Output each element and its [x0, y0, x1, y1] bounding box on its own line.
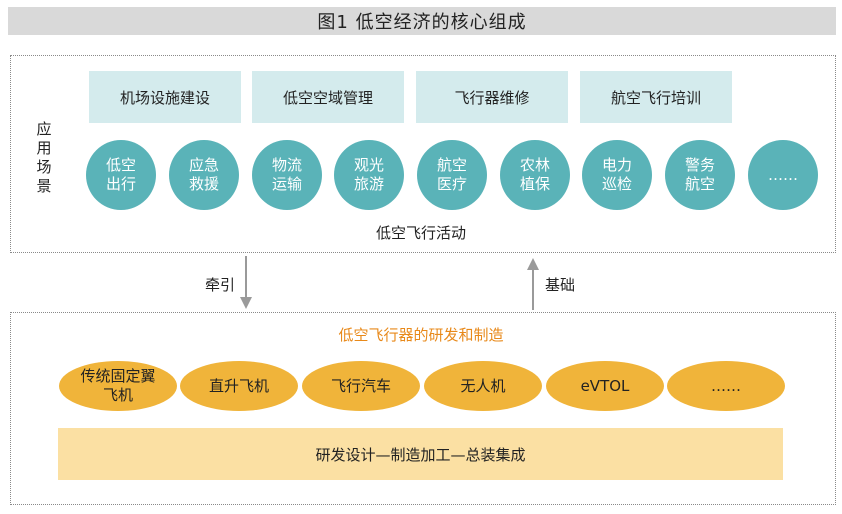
up-arrow-icon	[527, 258, 539, 310]
aircraft-helicopter: 直升飞机	[180, 361, 298, 411]
process-bar: 研发设计—制造加工—总装集成	[58, 428, 783, 480]
down-arrow-icon	[240, 256, 252, 309]
low-altitude-flight-activity-caption: 低空飞行活动	[375, 224, 466, 242]
aircraft-drone: 无人机	[424, 361, 542, 411]
aircraft-more: ……	[667, 361, 785, 411]
scenario-power-inspection: 电力 巡检	[582, 140, 652, 210]
category-airport-facilities: 机场设施建设	[89, 71, 241, 123]
aircraft-fixed-wing: 传统固定翼 飞机	[59, 361, 177, 411]
rd-manufacturing-caption: 低空飞行器的研发和制造	[338, 326, 504, 344]
scenario-low-altitude-travel: 低空 出行	[86, 140, 156, 210]
foundation-label: 基础	[545, 276, 576, 294]
rd-manufacturing-panel	[10, 312, 836, 505]
traction-label: 牵引	[205, 276, 236, 294]
aircraft-evtol: eVTOL	[546, 361, 664, 411]
aircraft-flying-car: 飞行汽车	[302, 361, 420, 411]
scenario-more: ……	[748, 140, 818, 210]
scenario-logistics: 物流 运输	[252, 140, 322, 210]
category-aircraft-maintenance: 飞行器维修	[416, 71, 568, 123]
figure-title: 图1 低空经济的核心组成	[8, 7, 836, 35]
scenario-agriculture-forestry: 农林 植保	[500, 140, 570, 210]
scenario-emergency-rescue: 应急 救援	[169, 140, 239, 210]
scenario-sightseeing: 观光 旅游	[334, 140, 404, 210]
scenario-air-medical: 航空 医疗	[417, 140, 487, 210]
category-flight-training: 航空飞行培训	[580, 71, 732, 123]
category-airspace-management: 低空空域管理	[252, 71, 404, 123]
application-scenarios-label: 应 用 场 景	[36, 120, 52, 195]
scenario-police-aviation: 警务 航空	[665, 140, 735, 210]
application-scenarios-panel	[10, 55, 836, 253]
